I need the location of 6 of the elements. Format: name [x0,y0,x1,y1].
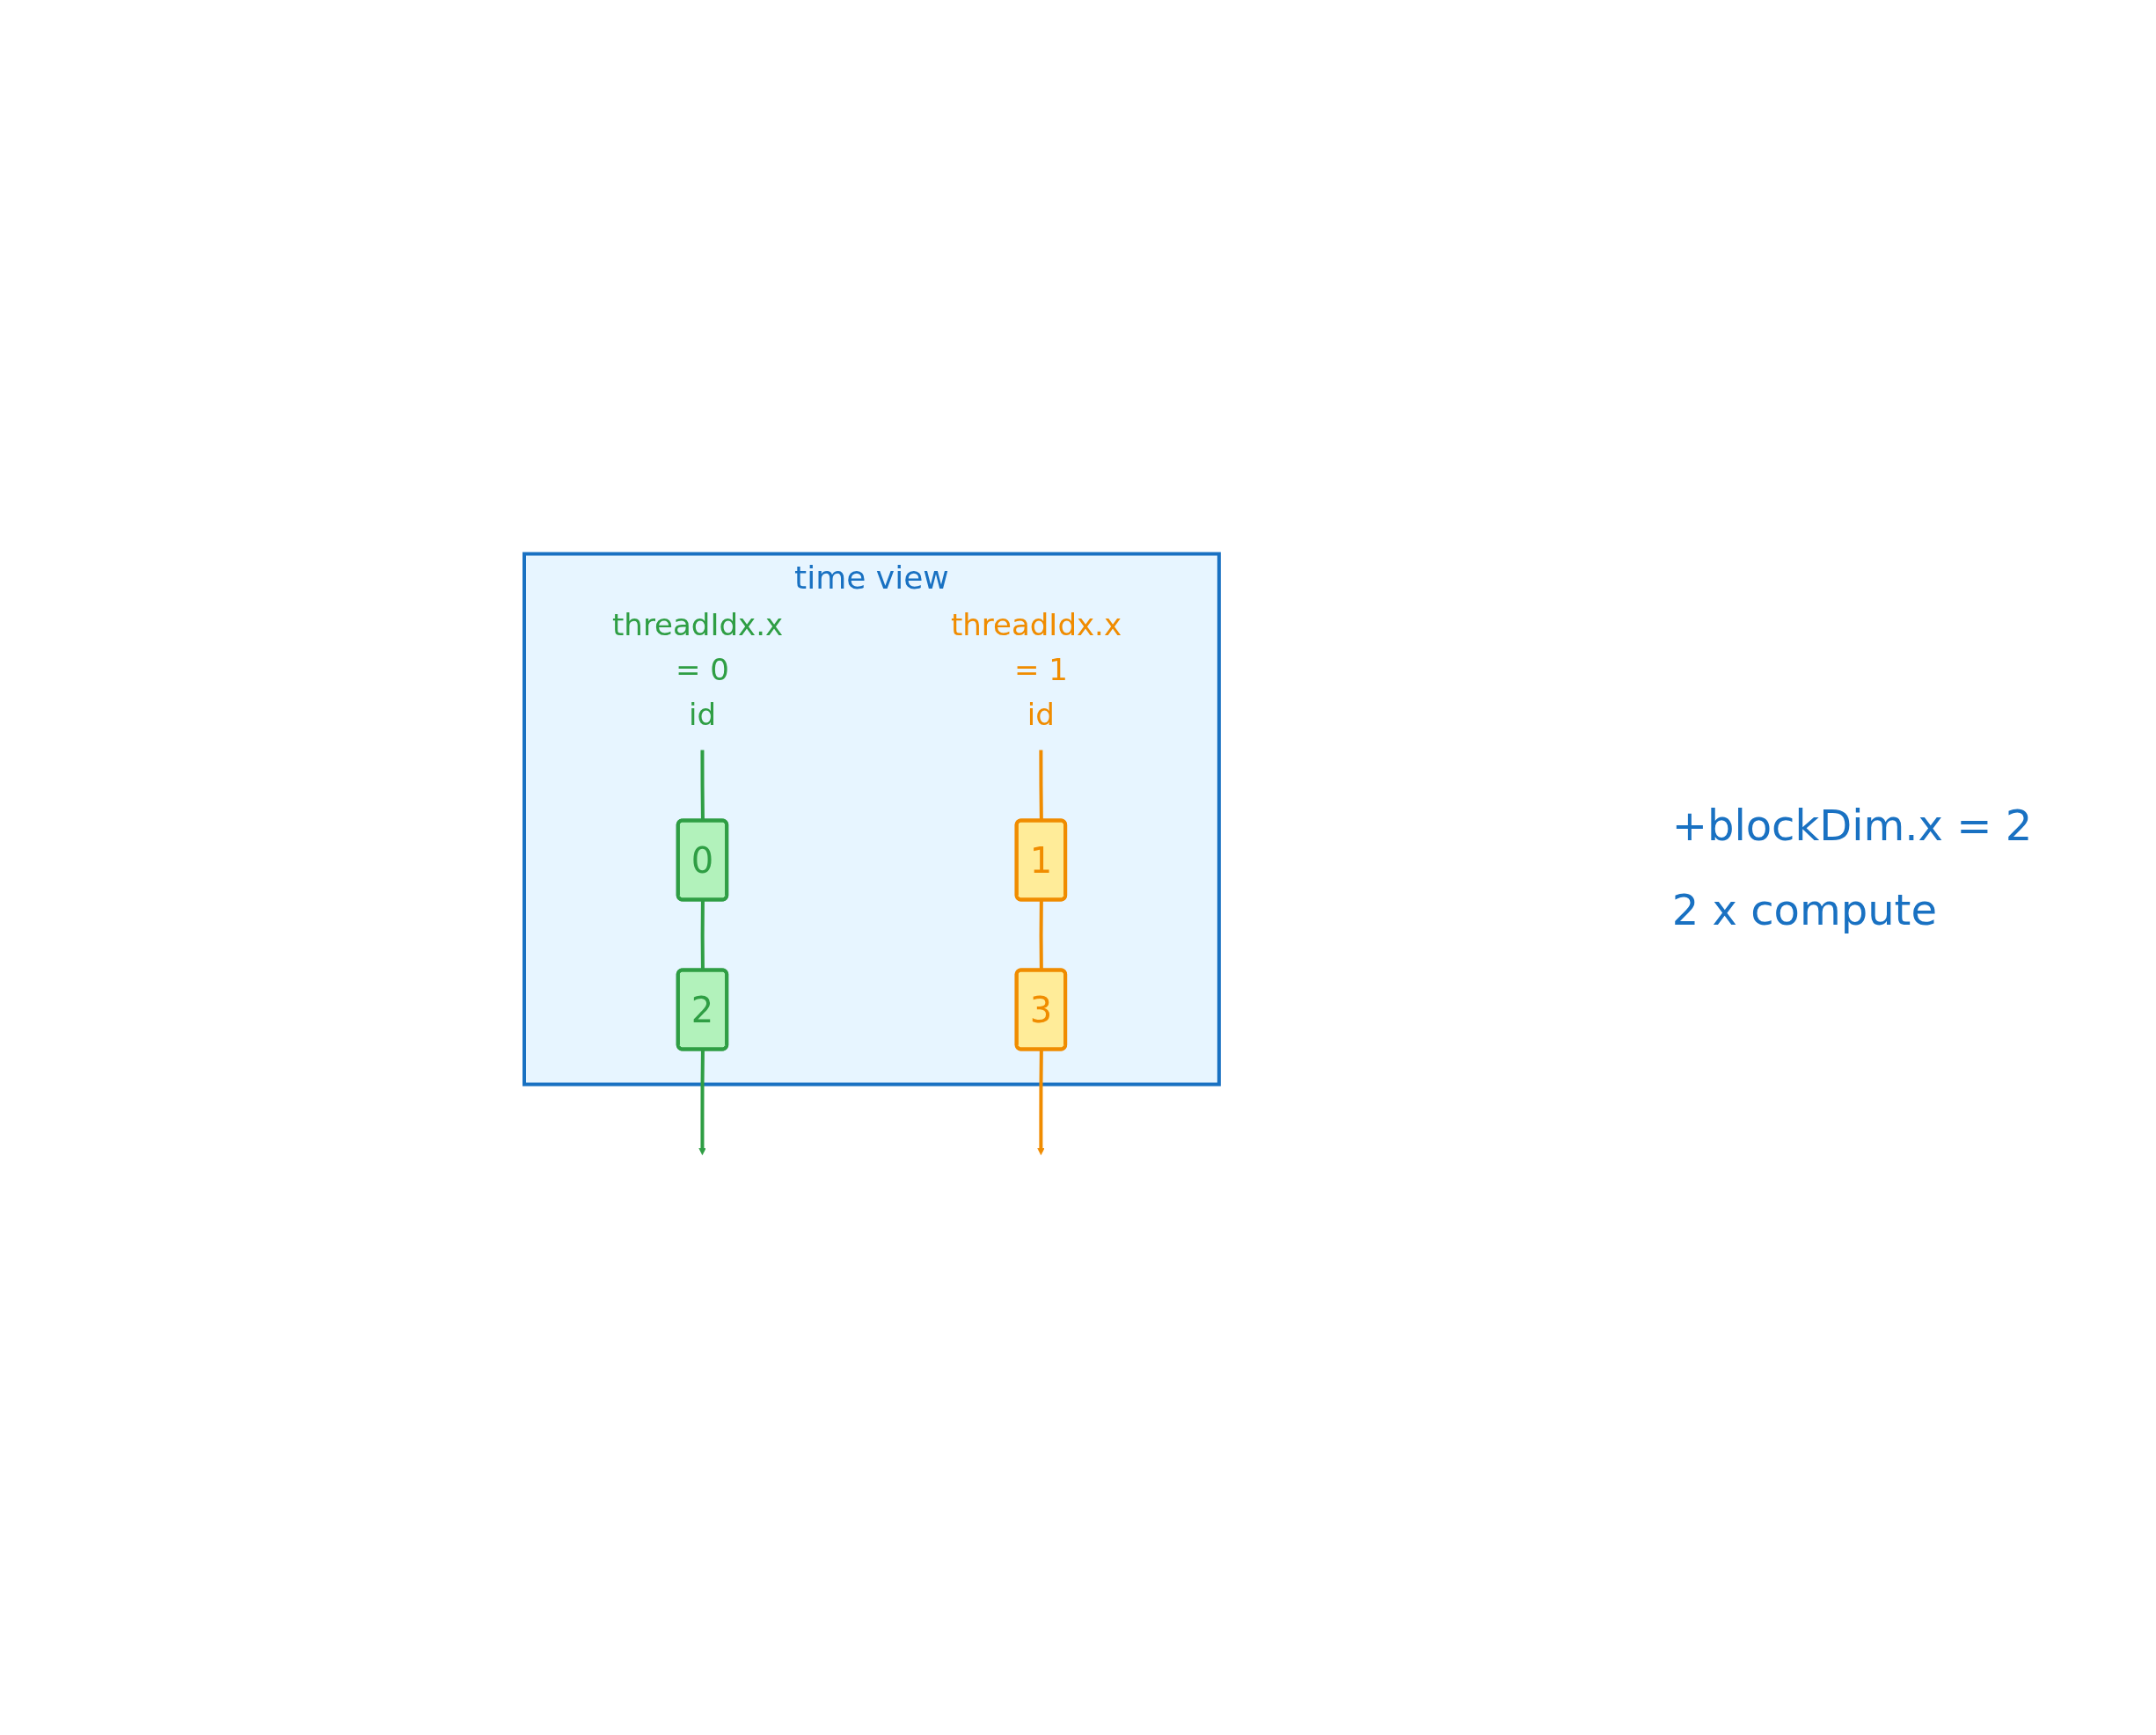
node-text: threadIdx.x = 0 id [611,606,783,732]
note-text: 2 x compute [1671,885,1938,934]
note-text: +blockDim.x = 2 [1671,801,2033,850]
arrow [1036,1049,1045,1155]
node-text: threadIdx.x = 1 id [950,606,1122,732]
arrow [698,1049,706,1155]
